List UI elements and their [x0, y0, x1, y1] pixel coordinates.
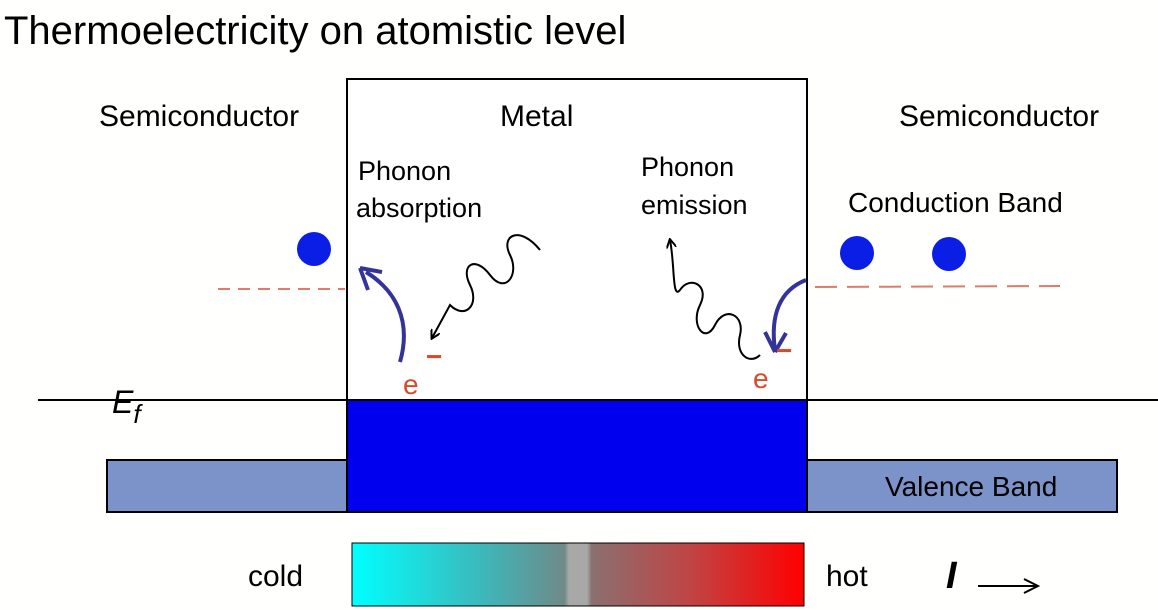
current-direction-arrow-icon	[978, 578, 1041, 594]
electron-dot	[840, 236, 874, 270]
phonon-absorption-wave-icon	[432, 234, 541, 338]
current-label: I	[946, 555, 958, 597]
electron-escape-arrow-icon	[364, 270, 406, 363]
metal-box	[346, 78, 808, 401]
electron-capture-arrow-icon	[771, 278, 807, 351]
fermi-level-label: Ef	[112, 384, 143, 429]
cold-label: cold	[248, 560, 303, 593]
right-dashed-level	[814, 285, 1061, 288]
emission-label-2: emission	[641, 190, 748, 220]
valence-band-label: Valence Band	[885, 471, 1057, 502]
page-title: Thermoelectricity on atomistic level	[4, 9, 626, 53]
electron-dot	[932, 237, 966, 271]
left-material-label: Semiconductor	[99, 100, 299, 133]
temperature-gradient-bar	[351, 542, 805, 607]
electron-dot	[297, 232, 331, 266]
electron-escape-arrowhead-icon	[358, 266, 383, 291]
electron-label-left: e−	[403, 341, 442, 400]
electron-capture-arrowhead-icon	[763, 331, 788, 354]
absorption-label-2: absorption	[356, 193, 482, 223]
emission-label-1: Phonon	[641, 152, 734, 182]
center-material-label: Metal	[500, 100, 573, 133]
hot-label: hot	[826, 560, 868, 593]
metal-filled-states	[346, 399, 808, 513]
phonon-emission-wave-icon	[670, 240, 761, 360]
right-material-label: Semiconductor	[899, 100, 1099, 133]
absorption-label-1: Phonon	[358, 156, 451, 186]
electron-label-right: e−	[753, 335, 792, 394]
conduction-band-label: Conduction Band	[848, 187, 1063, 218]
